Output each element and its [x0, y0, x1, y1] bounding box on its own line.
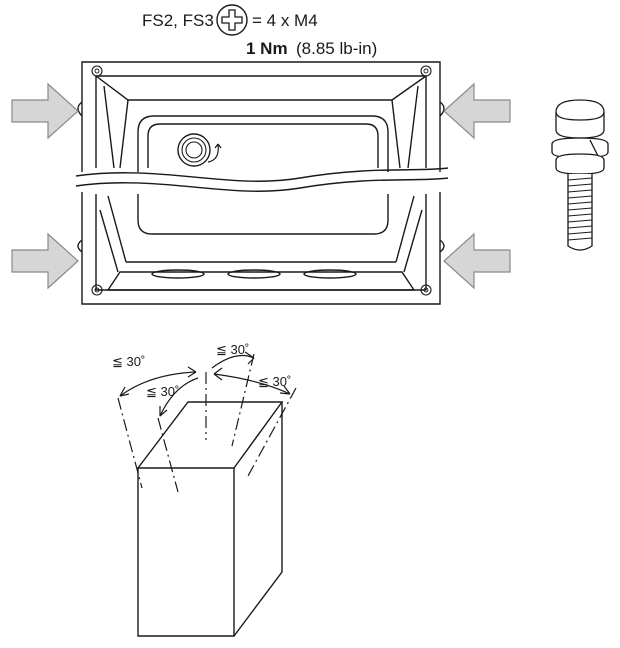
corner-screw-top-right — [420, 65, 432, 77]
arc-right — [213, 373, 291, 395]
corner-screw-bottom-left — [91, 284, 103, 296]
torque-value-label: 1 Nm — [246, 39, 288, 58]
screw-spec-label: = 4 x M4 — [252, 11, 318, 30]
tilt-line-left-outer — [117, 397, 143, 489]
tilt-line-left-inner — [157, 417, 179, 493]
header: FS2, FS3 = 4 x M4 1 Nm (8.85 lb-in) — [142, 4, 377, 58]
corner-screw-bottom-right — [420, 284, 432, 296]
enclosure-top-half — [77, 61, 445, 172]
arrow-top-left — [11, 82, 79, 140]
tilt-line-right-top — [231, 353, 255, 447]
m4-screw-with-washers-icon — [551, 99, 609, 251]
break-lines — [75, 167, 449, 192]
arrow-bottom-left — [11, 232, 79, 290]
tilt-label-right: ≦ 30˚ — [258, 374, 291, 389]
arrow-bottom-right — [443, 232, 511, 290]
tilt-label-left-inner: ≦ 30˚ — [146, 384, 179, 399]
enclosure-bottom-half — [77, 192, 445, 305]
frame-sizes-label: FS2, FS3 — [142, 11, 214, 30]
corner-screw-top-left — [91, 65, 103, 77]
arrow-top-right — [443, 82, 511, 140]
potentiometer-knob — [177, 133, 222, 167]
tilt-line-right-outer — [247, 387, 297, 477]
drive-box — [137, 467, 235, 637]
arc-left-outer — [119, 371, 197, 397]
tilt-labels: ≦ 30˚ ≦ 30˚ ≦ 30˚ ≦ 30˚ — [112, 342, 291, 399]
torque-imperial-label: (8.85 lb-in) — [296, 39, 377, 58]
tilt-limit-diagram — [117, 351, 297, 637]
phillips-screw-head-icon — [216, 4, 248, 36]
press-arrow-icon — [11, 82, 511, 290]
arc-top — [211, 355, 255, 369]
tilt-label-top: ≦ 30˚ — [216, 342, 249, 357]
arc-left-inner — [159, 377, 199, 417]
tilt-label-left-outer: ≦ 30˚ — [112, 354, 145, 369]
